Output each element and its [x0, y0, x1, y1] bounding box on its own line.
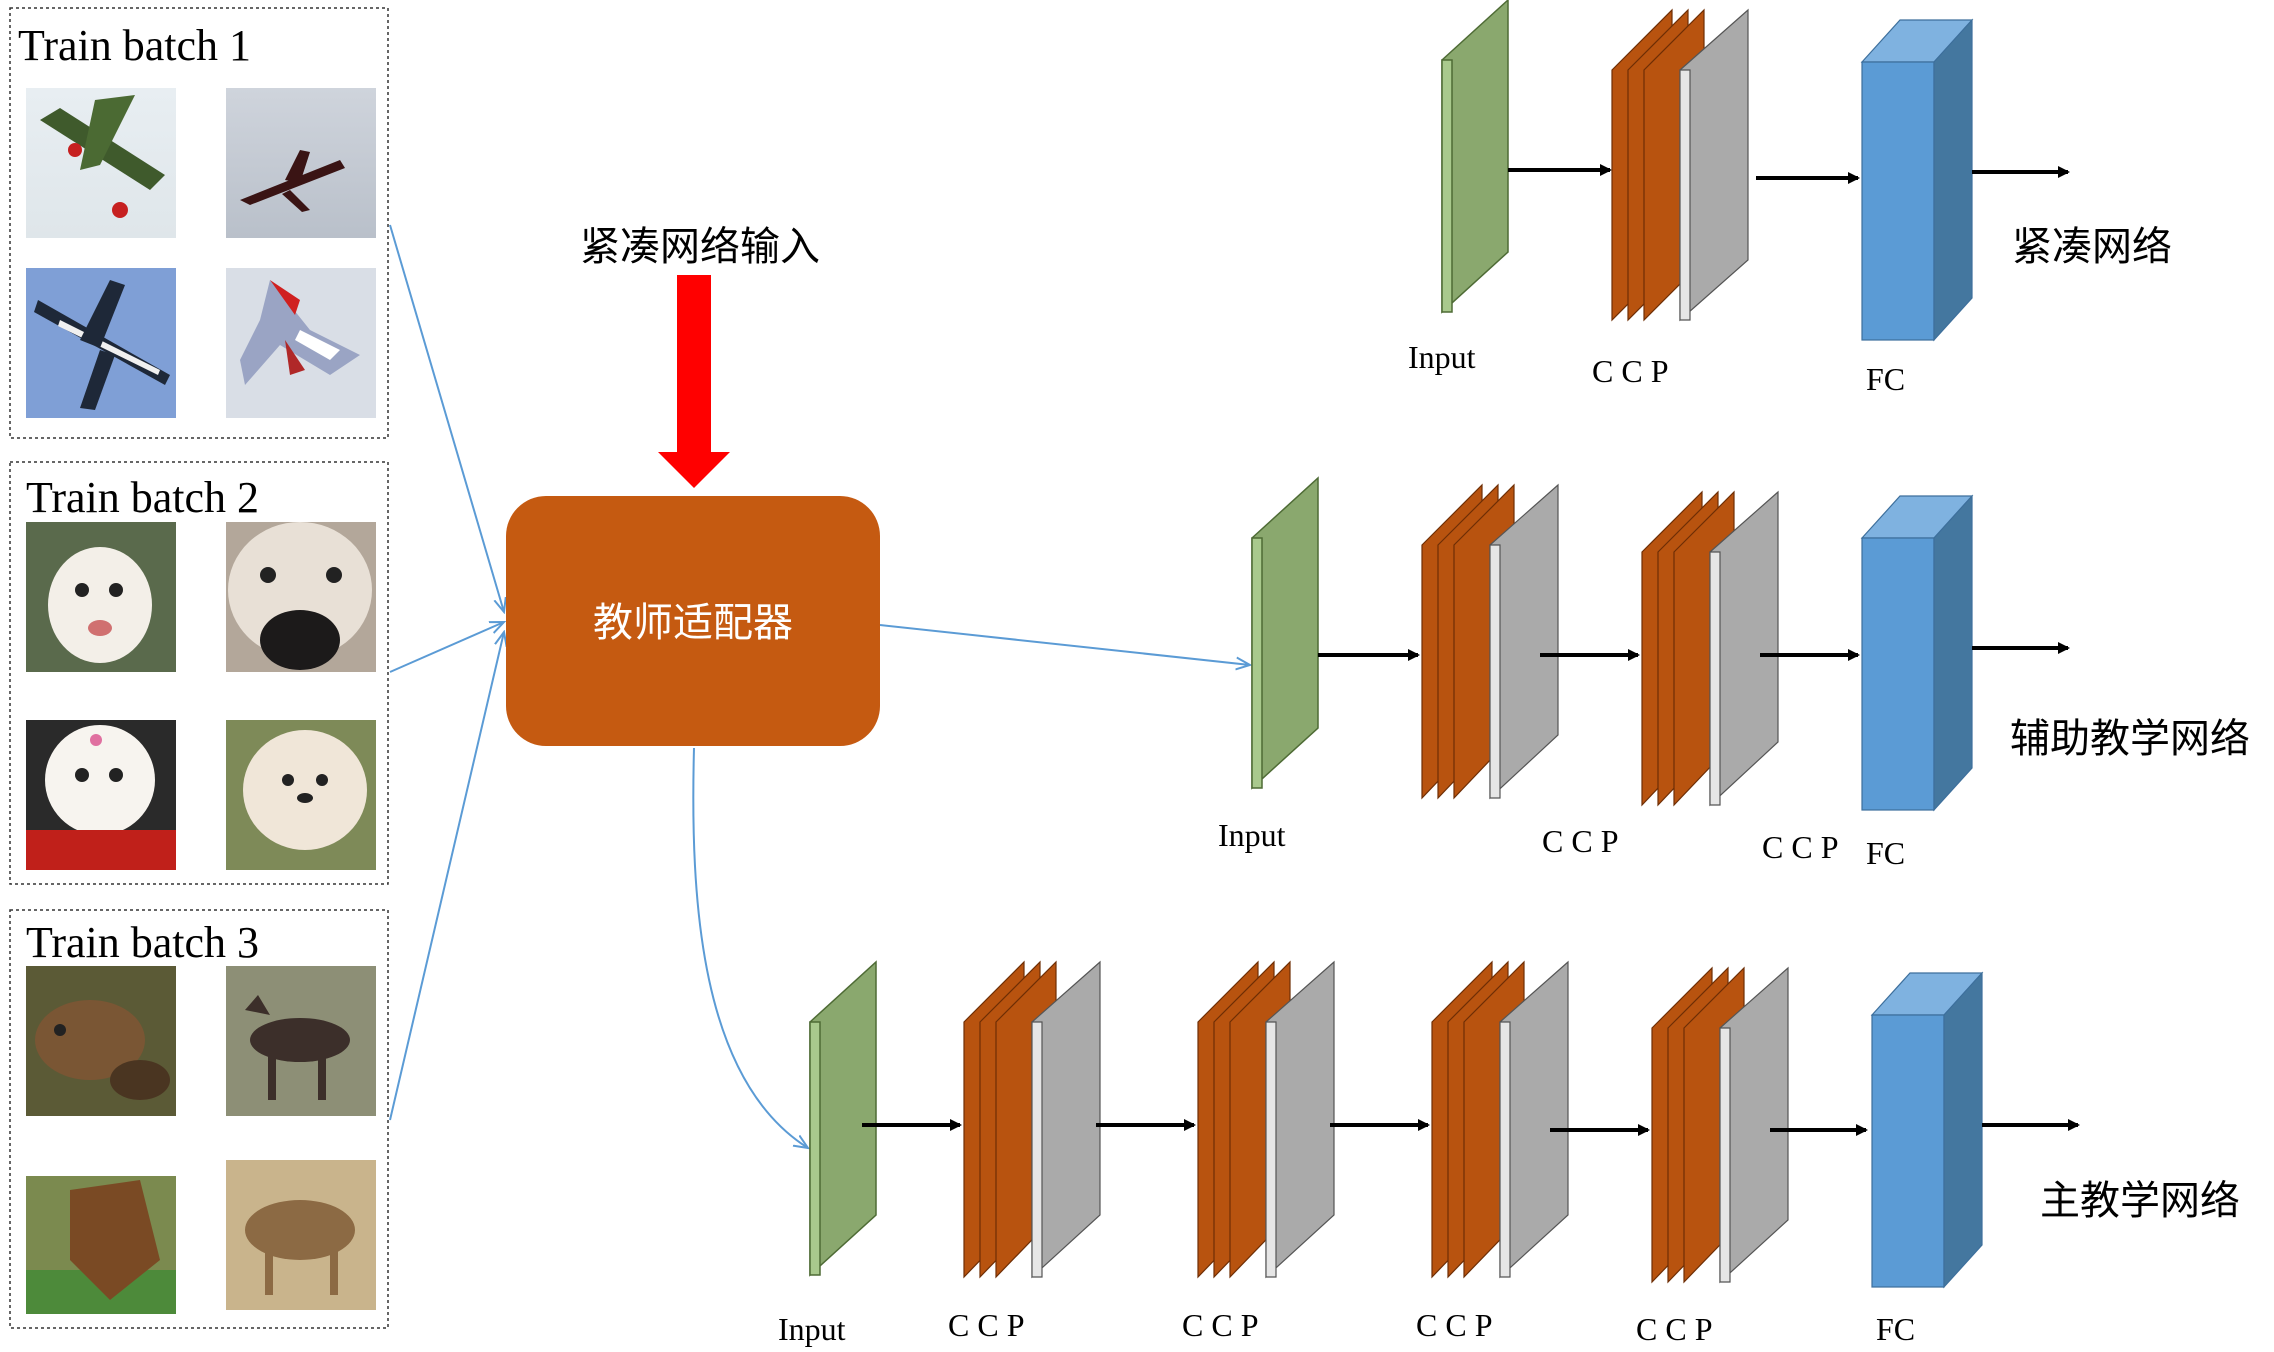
- batch-to-adapter-lines: [389, 224, 1250, 1148]
- fc-layer: [1860, 494, 1974, 812]
- conv-pool-block: [963, 960, 1101, 1279]
- block-label: C C P: [1542, 823, 1618, 859]
- input-label: Input: [1408, 339, 1476, 375]
- fc-layer: [1870, 971, 1984, 1289]
- conv-pool-block: [1611, 8, 1749, 322]
- compact-network: Input C C P FC 紧凑网络: [1408, 0, 2172, 397]
- dog-thumbnail: [226, 720, 376, 870]
- network-name: 辅助教学网络: [2010, 716, 2250, 762]
- network-name: 紧凑网络: [2012, 224, 2172, 270]
- batch-title: Train batch 1: [18, 21, 251, 70]
- block-label: C C P: [1182, 1307, 1258, 1343]
- teacher-adapter: 教师适配器: [506, 496, 880, 746]
- conv-pool-block: [1641, 490, 1779, 807]
- input-label: Input: [1218, 817, 1286, 853]
- conv-pool-block: [1651, 966, 1789, 1284]
- airplane-thumbnail: [26, 268, 176, 418]
- conv-pool-block: [1431, 960, 1569, 1279]
- train-batch-2: Train batch 2: [9, 461, 389, 885]
- block-label: C C P: [1416, 1307, 1492, 1343]
- block-label: C C P: [948, 1307, 1024, 1343]
- dog-thumbnail: [26, 522, 176, 672]
- input-layer: [1441, 0, 1509, 314]
- network-name: 主教学网络: [2040, 1178, 2240, 1224]
- dog-thumbnail: [226, 522, 376, 672]
- compact-input-label: 紧凑网络输入: [580, 224, 820, 270]
- red-down-arrow: [658, 275, 730, 488]
- conv-pool-block: [1421, 483, 1559, 800]
- input-layer: [809, 960, 877, 1277]
- fc-label: FC: [1866, 835, 1905, 871]
- block-label: C C P: [1592, 353, 1668, 389]
- airplane-thumbnail: [226, 88, 376, 238]
- batch-title: Train batch 2: [26, 473, 259, 522]
- deer-thumbnail: [226, 966, 376, 1116]
- deer-thumbnail: [26, 966, 176, 1116]
- input-layer: [1251, 476, 1319, 790]
- fc-label: FC: [1876, 1311, 1915, 1347]
- dog-thumbnail: [26, 720, 176, 870]
- input-label: Input: [778, 1311, 846, 1347]
- fc-label: FC: [1866, 361, 1905, 397]
- batch-title: Train batch 3: [26, 918, 259, 967]
- block-label: C C P: [1762, 829, 1838, 865]
- adapter-label: 教师适配器: [593, 600, 793, 646]
- fc-layer: [1860, 18, 1974, 342]
- train-batch-1: Train batch 1: [9, 7, 389, 439]
- deer-thumbnail: [226, 1160, 376, 1310]
- block-label: C C P: [1636, 1311, 1712, 1347]
- conv-pool-block: [1197, 960, 1335, 1279]
- main-network: Input C C P C C P C C P C C P FC 主教学网络: [778, 960, 2240, 1347]
- assistant-network: Input C C P C C P FC 辅助教学网络: [1218, 476, 2250, 871]
- airplane-thumbnail: [26, 88, 176, 238]
- airplane-thumbnail: [226, 268, 376, 418]
- train-batch-3: Train batch 3: [9, 909, 389, 1329]
- deer-thumbnail: [26, 1176, 176, 1314]
